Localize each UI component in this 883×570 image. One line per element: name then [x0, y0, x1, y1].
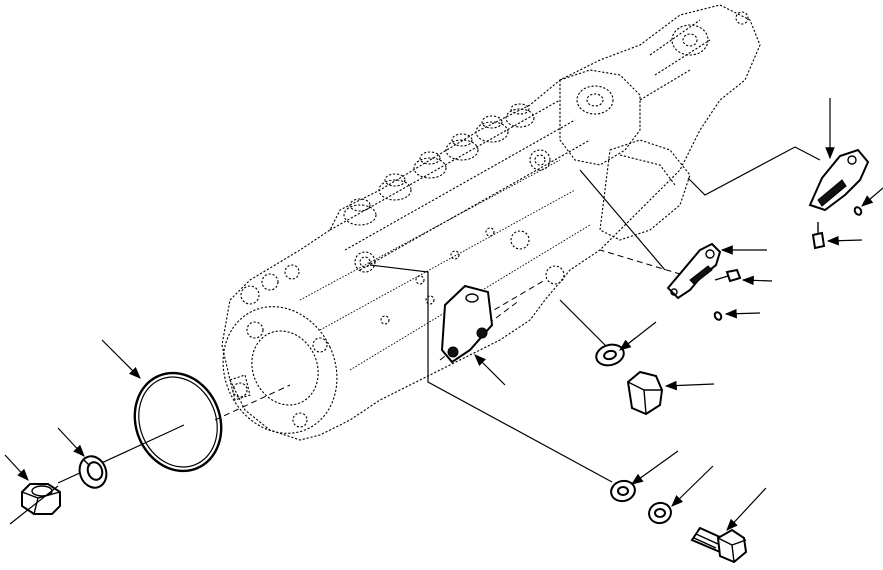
sealing-washer-upper: [595, 343, 625, 367]
injection-pump-outline: [221, 4, 761, 441]
callout-arrow-lever-pin-upper: [861, 187, 883, 207]
plug: [626, 370, 664, 416]
callout-arrow-plug: [664, 380, 715, 391]
callout-arrow-lever-screw-upper: [826, 235, 863, 246]
lever-lower: [666, 242, 722, 300]
callout-arrow-cover-plate: [474, 354, 506, 386]
callout-arrow-nut: [4, 454, 29, 481]
sealing-washer-outer: [610, 479, 636, 503]
reference-lines: [57, 146, 821, 484]
banjo-bolt: [690, 526, 748, 564]
lever-screw-lower: [714, 268, 742, 283]
lever-screw-upper: [811, 222, 826, 250]
callout-arrow-banjo-bolt: [726, 487, 767, 531]
callout-arrow-sealing-washer-inner: [671, 465, 714, 507]
callout-arrows: [4, 98, 883, 531]
callout-arrow-lock-washer: [57, 427, 85, 457]
cover-plate: [440, 284, 494, 364]
o-ring: [133, 371, 223, 473]
sealing-washer-inner: [648, 501, 672, 525]
callout-arrow-nut-shaft: [9, 485, 59, 525]
lever-upper: [808, 148, 870, 212]
callout-arrow-sealing-washer-upper: [619, 321, 657, 351]
lever-pin-upper: [853, 206, 863, 216]
lever-pin-lower: [713, 311, 723, 321]
callout-arrow-sealing-washer-outer: [631, 450, 679, 485]
lock-washer: [78, 455, 108, 489]
callout-arrow-lever-pin-lower: [724, 308, 761, 319]
callout-arrow-o-ring: [101, 339, 141, 379]
delivery-valve-holders: [343, 103, 535, 226]
callout-arrow-lever-screw-lower: [741, 275, 773, 286]
